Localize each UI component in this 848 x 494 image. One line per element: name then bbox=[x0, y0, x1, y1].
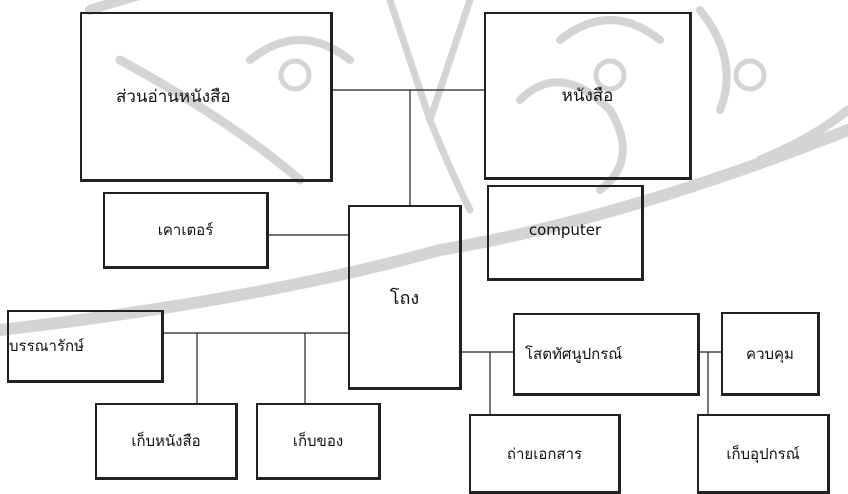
counter-box: เคาเตอร์ bbox=[103, 192, 269, 269]
librarian-label: บรรณารักษ์ bbox=[9, 337, 84, 355]
counter-label: เคาเตอร์ bbox=[157, 221, 214, 239]
reading-area-box: ส่วนอ่านหนังสือ bbox=[80, 12, 333, 182]
control-box: ควบคุม bbox=[721, 312, 820, 396]
equipment-storage-box: เก็บอุปกรณ์ bbox=[697, 414, 830, 494]
hall-box: โถง bbox=[348, 205, 462, 390]
computer-label: computer bbox=[528, 221, 602, 239]
reading-area-label: ส่วนอ่านหนังสือ bbox=[116, 87, 231, 107]
book-storage-label: เก็บหนังสือ bbox=[131, 432, 201, 450]
audiovisual-box: โสตทัศนูปกรณ์ bbox=[513, 313, 700, 396]
storage-box: เก็บของ bbox=[256, 403, 381, 480]
audiovisual-label: โสตทัศนูปกรณ์ bbox=[525, 345, 623, 363]
librarian-box: บรรณารักษ์ bbox=[7, 310, 164, 383]
photocopy-box: ถ่ายเอกสาร bbox=[469, 414, 621, 494]
photocopy-label: ถ่ายเอกสาร bbox=[506, 444, 583, 463]
books-box: หนังสือ bbox=[484, 12, 692, 180]
hall-label: โถง bbox=[389, 287, 420, 309]
control-label: ควบคุม bbox=[746, 344, 794, 363]
books-label: หนังสือ bbox=[561, 86, 614, 106]
computer-box: computer bbox=[487, 185, 644, 281]
equipment-storage-label: เก็บอุปกรณ์ bbox=[726, 444, 800, 463]
storage-label: เก็บของ bbox=[292, 432, 344, 450]
book-storage-box: เก็บหนังสือ bbox=[95, 403, 238, 480]
